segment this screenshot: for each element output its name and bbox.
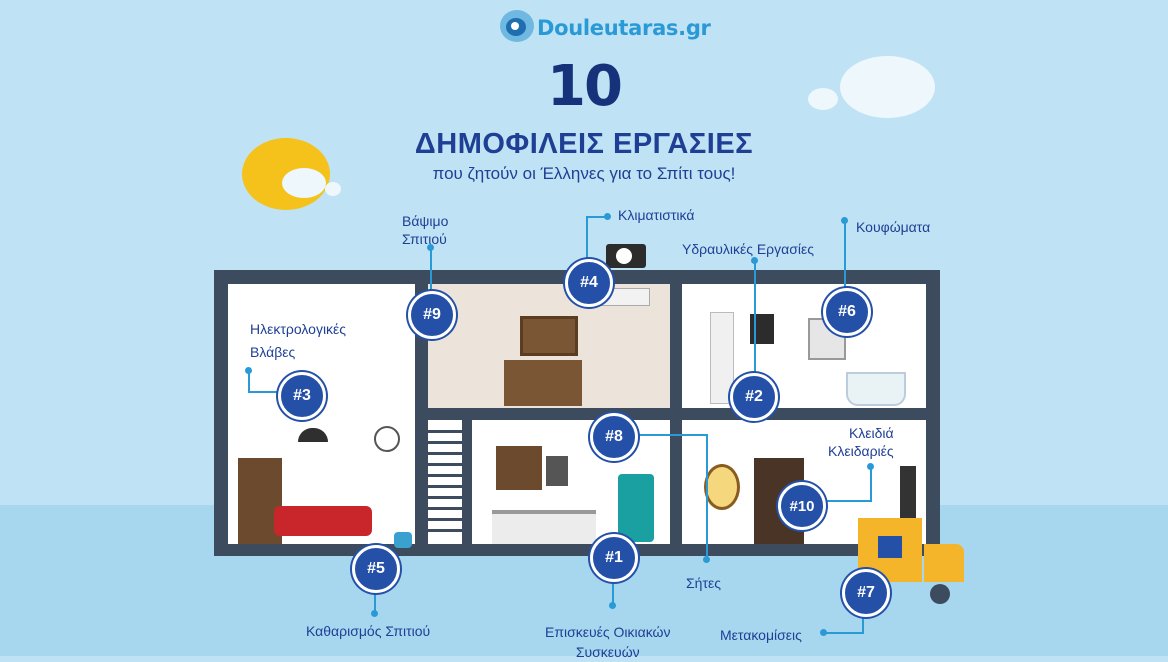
fridge-icon xyxy=(618,474,654,542)
cloud-right-small xyxy=(808,88,838,110)
badge-4[interactable]: #4 xyxy=(565,259,613,307)
badge-10[interactable]: #10 xyxy=(778,482,826,530)
logo-text: Douleutaras.gr xyxy=(537,16,711,40)
cabinet-icon xyxy=(496,446,542,490)
badge-2[interactable]: #2 xyxy=(730,373,778,421)
label-cleaning: Καθαρισμός Σπιτιού xyxy=(306,622,430,641)
page-subtitle: που ζητούν οι Έλληνες για το Σπίτι τους! xyxy=(432,164,736,183)
badge-5[interactable]: #5 xyxy=(352,545,400,593)
label-plumbing-line1: Υδραυλικές Εργασίες xyxy=(682,241,814,257)
round-mirror-icon xyxy=(704,464,740,510)
badge-6[interactable]: #6 xyxy=(823,288,871,336)
label-moving: Μετακομίσεις xyxy=(720,626,802,645)
title-number: 10 xyxy=(547,54,623,119)
page-title: ΔΗΜΟΦΙΛΕΙΣ ΕΡΓΑΣΙΕΣ xyxy=(414,128,754,160)
badge-9[interactable]: #9 xyxy=(408,291,456,339)
bathtub-icon xyxy=(846,372,906,406)
stairs-icon xyxy=(428,430,462,540)
label-frames: Κουφώματα xyxy=(856,218,930,237)
sun-cloud xyxy=(282,168,326,198)
truck-cab xyxy=(924,544,964,582)
ac-outdoor-icon xyxy=(606,244,646,268)
label-ac-line1: Κλιματιστικά xyxy=(618,207,695,223)
label-screens-line1: Σήτες xyxy=(686,575,721,591)
truck-icon xyxy=(856,518,966,604)
wheel-icon xyxy=(930,584,950,604)
label-electrical-line1: Ηλεκτρολογικές xyxy=(250,321,347,337)
label-electrical: Ηλεκτρολογικές Βλάβες xyxy=(250,320,346,362)
label-moving-line1: Μετακομίσεις xyxy=(720,627,802,643)
label-plumbing: Υδραυλικές Εργασίες xyxy=(682,240,814,259)
label-appliances-line2: Συσκευών xyxy=(575,644,640,660)
sofa-icon xyxy=(274,506,372,536)
house-box-icon xyxy=(878,536,902,558)
label-locks-line1: Κλειδιά xyxy=(848,425,894,441)
label-painting-line1: Βάψιμο xyxy=(402,213,449,229)
label-screens: Σήτες xyxy=(686,574,721,593)
label-cleaning-line1: Καθαρισμός Σπιτιού xyxy=(306,623,431,639)
badge-7[interactable]: #7 xyxy=(842,569,890,617)
sun-cloud-small xyxy=(325,182,341,196)
logo-icon xyxy=(500,10,534,42)
label-painting: Βάψιμο Σπιτιού xyxy=(402,212,448,248)
painting-icon xyxy=(520,316,578,356)
label-appliances: Επισκευές Οικιακών Συσκευών xyxy=(545,622,671,662)
toilet-icon xyxy=(710,312,734,404)
badge-8[interactable]: #8 xyxy=(590,413,638,461)
label-frames-line1: Κουφώματα xyxy=(856,219,931,235)
cloud-right xyxy=(840,56,935,118)
coat-rack-icon xyxy=(900,466,916,526)
label-painting-line2: Σπιτιού xyxy=(402,231,447,247)
badge-3[interactable]: #3 xyxy=(278,372,326,420)
hood-icon xyxy=(546,456,568,486)
counter-icon xyxy=(492,510,596,544)
badge-1[interactable]: #1 xyxy=(590,534,638,582)
label-ac: Κλιματιστικά xyxy=(618,206,694,225)
bed-icon xyxy=(504,360,582,406)
label-electrical-line2: Βλάβες xyxy=(250,344,296,360)
vacuum-icon xyxy=(394,532,412,548)
label-locks: Κλειδιά Κλειδαριές xyxy=(828,424,894,460)
label-appliances-line1: Επισκευές Οικιακών xyxy=(545,624,671,640)
lamp-icon xyxy=(298,428,328,442)
label-locks-line2: Κλειδαριές xyxy=(828,443,894,459)
clock-icon xyxy=(374,426,400,452)
